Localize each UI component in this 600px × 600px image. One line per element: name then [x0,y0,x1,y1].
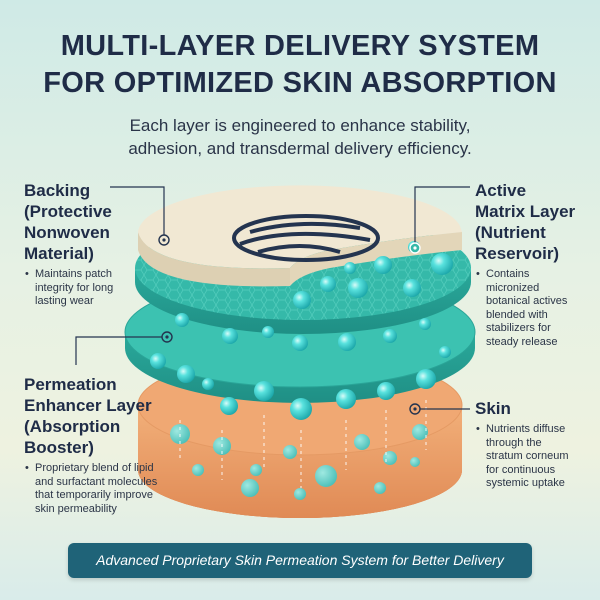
subtitle-line-2: adhesion, and transdermal delivery effic… [128,139,472,158]
callout-active-matrix: Active Matrix Layer (Nutrient Reservoir)… [475,180,575,349]
bullet-line: systemic uptake [486,477,565,489]
bullet-line: for continuous [486,463,556,476]
permeation-heading-line: Permeation [24,375,117,394]
footer-banner: Advanced Proprietary Skin Permeation Sys… [68,543,532,578]
page-title: MULTI-LAYER DELIVERY SYSTEM FOR OPTIMIZE… [0,28,600,102]
active-matrix-heading-line: Active [475,181,527,200]
diffusion-streaks [179,400,427,488]
permeation-bullet: Proprietary blend of lipid and surfactan… [25,462,158,516]
callout-skin: Skin Nutrients diffuse through the strat… [475,398,569,491]
active-matrix-bullet: Contains micronized botanical actives bl… [476,268,575,349]
backing-heading-line: Material) [24,244,94,263]
subtitle-line-1: Each layer is engineered to enhance stab… [129,116,471,135]
active-matrix-bullets: Contains micronized botanical actives bl… [475,268,575,349]
bullet-line: botanical actives [486,295,568,307]
permeation-bullets: Proprietary blend of lipid and surfactan… [24,462,157,516]
callout-leaders [75,186,470,410]
callout-permeation: Permeation Enhancer Layer (Absorption Bo… [24,374,157,516]
permeation-heading-line: Enhancer Layer [24,396,152,415]
bullet-line: and surfactant molecules [35,475,158,488]
bullet-line: stratum corneum [486,450,569,462]
bullet-line: blended with [486,308,548,321]
active-matrix-heading-line: Matrix Layer [475,202,576,221]
bullet-line: micronized [486,281,540,294]
permeation-heading-line: (Absorption [24,417,121,436]
backing-heading-line: Backing [24,181,91,200]
permeation-heading-line: Booster) [24,438,94,457]
bullet-line: stabilizers for [486,322,551,334]
bullet-line: Contains [486,268,530,280]
bullet-line: that temporarily improve [35,489,153,501]
permeation-heading: Permeation Enhancer Layer (Absorption Bo… [24,374,157,458]
skin-bullet: Nutrients diffuse through the stratum co… [476,423,569,491]
backing-heading: Backing (Protective Nonwoven Material) [24,180,113,264]
page-subtitle: Each layer is engineered to enhance stab… [0,114,600,160]
bullet-line: lasting wear [35,295,94,307]
bullet-line: skin permeability [35,502,117,515]
title-line-2: FOR OPTIMIZED SKIN ABSORPTION [43,67,557,99]
bullet-line: Maintains patch [35,268,113,280]
nutrient-droplets [150,241,453,500]
callout-backing: Backing (Protective Nonwoven Material) M… [24,180,113,309]
active-matrix-heading-line: Reservoir) [475,244,560,263]
bullet-line: steady release [486,335,558,348]
title-line-1: MULTI-LAYER DELIVERY SYSTEM [60,30,540,62]
backing-bullets: Maintains patch integrity for long lasti… [24,268,113,309]
skin-heading-line: Skin [475,399,511,418]
bullet-line: through the [486,436,542,449]
bullet-line: Proprietary blend of lipid [35,462,154,474]
active-matrix-heading-line: (Nutrient [475,223,546,242]
brand-logo-icon [232,214,380,262]
active-matrix-heading: Active Matrix Layer (Nutrient Reservoir) [475,180,575,264]
backing-heading-line: Nonwoven [24,223,110,242]
backing-bullet: Maintains patch integrity for long lasti… [25,268,114,309]
skin-heading: Skin [475,398,569,419]
bullet-line: Nutrients diffuse [486,423,566,435]
bullet-line: integrity for long [35,281,114,294]
skin-bullets: Nutrients diffuse through the stratum co… [475,423,569,491]
callout-markers [158,234,421,415]
backing-heading-line: (Protective [24,202,112,221]
